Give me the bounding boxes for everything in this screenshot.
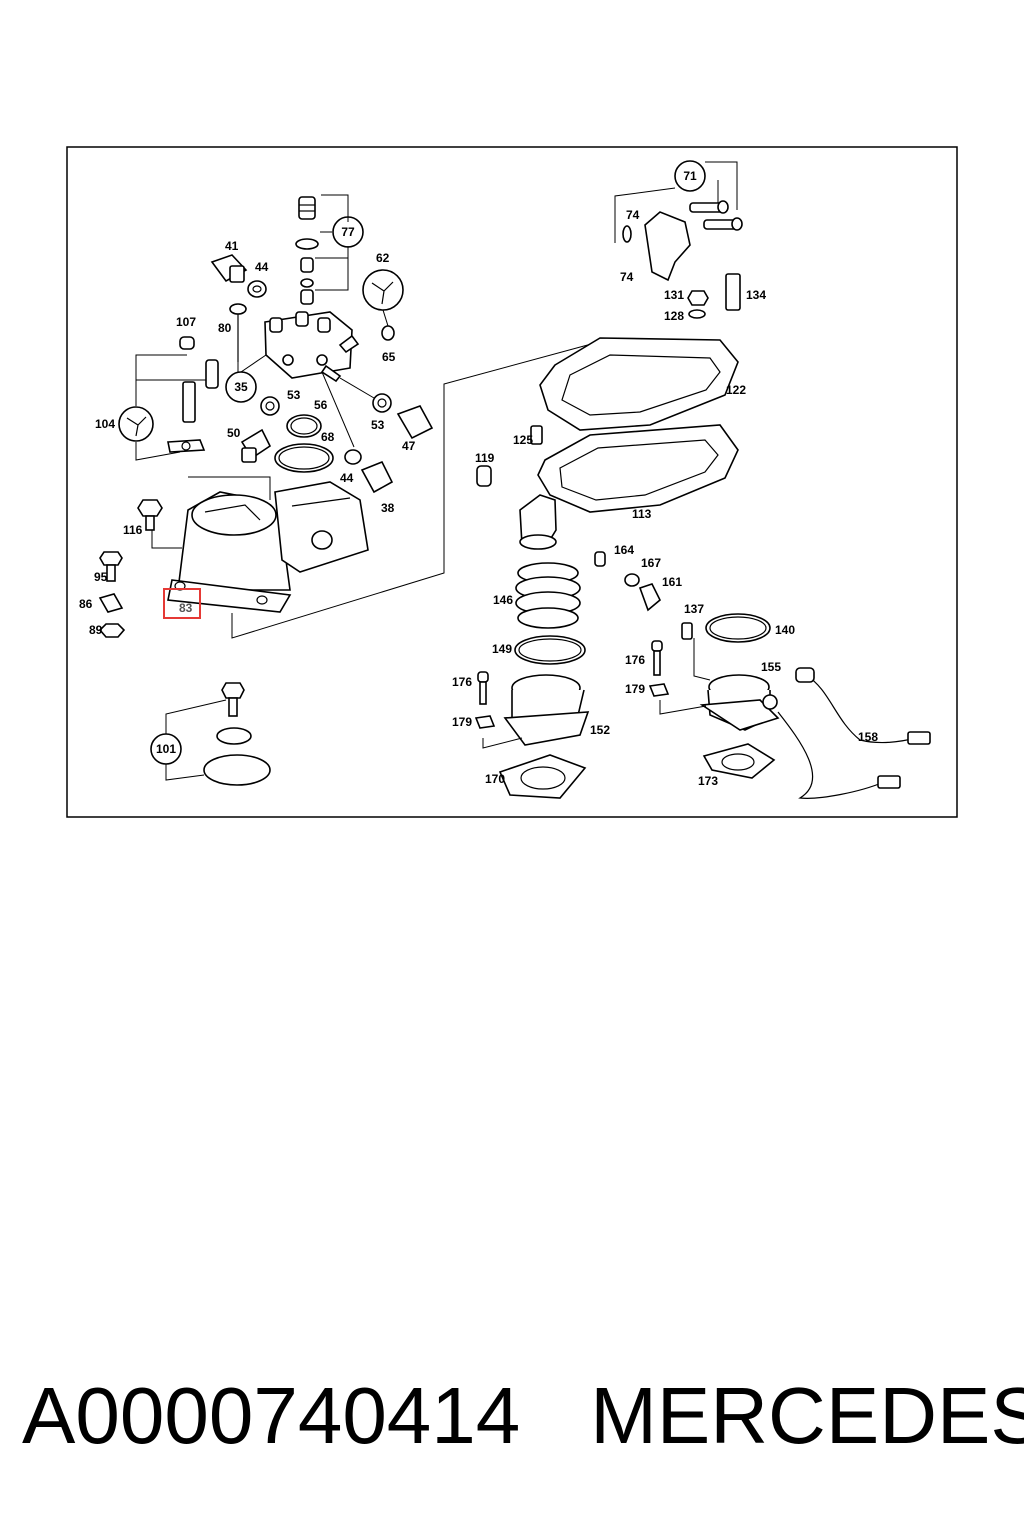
label-161: 161	[662, 575, 682, 589]
label-71: 71	[683, 169, 697, 183]
label-176-right: 176	[625, 653, 645, 667]
intake-gaskets	[476, 337, 739, 513]
throttle-potentiometer	[614, 160, 743, 319]
label-128: 128	[664, 309, 684, 323]
label-50: 50	[227, 426, 241, 440]
label-173: 173	[698, 774, 718, 788]
part-caption: A0000740414 MERCEDES	[22, 1370, 1024, 1470]
upper-valve-block	[118, 196, 434, 494]
label-74-upper: 74	[626, 208, 640, 222]
label-74-lower: 74	[620, 270, 634, 284]
label-107: 107	[176, 315, 196, 329]
highlight-box-83	[163, 588, 201, 619]
label-122: 122	[726, 383, 746, 397]
label-104: 104	[95, 417, 115, 431]
label-101: 101	[156, 742, 176, 756]
label-152: 152	[590, 723, 610, 737]
small-hardware-left	[98, 499, 271, 786]
label-80: 80	[218, 321, 232, 335]
label-62: 62	[376, 251, 390, 265]
label-125: 125	[513, 433, 533, 447]
label-65: 65	[382, 350, 396, 364]
label-179-right: 179	[625, 682, 645, 696]
label-134: 134	[746, 288, 766, 302]
air-flow-meter-housing	[167, 481, 369, 613]
label-176-left: 176	[452, 675, 472, 689]
label-170: 170	[485, 772, 505, 786]
label-86: 86	[79, 597, 93, 611]
label-89: 89	[89, 623, 103, 637]
label-146: 146	[493, 593, 513, 607]
label-53-right: 53	[371, 418, 385, 432]
label-113: 113	[632, 507, 652, 521]
label-41: 41	[225, 239, 239, 253]
label-158: 158	[858, 730, 878, 744]
part-number-labels: 41 44 77 62 65 107 80 35 53 56 53 47 104…	[79, 169, 878, 788]
label-38: 38	[381, 501, 395, 515]
label-35: 35	[234, 380, 248, 394]
label-44-upper: 44	[255, 260, 269, 274]
part-number: A0000740414	[22, 1371, 521, 1460]
label-119: 119	[475, 451, 495, 465]
label-140: 140	[775, 623, 795, 637]
label-47: 47	[402, 439, 416, 453]
throttle-actuator-right	[594, 551, 931, 799]
label-83: 83	[179, 601, 193, 615]
label-77: 77	[341, 225, 355, 239]
label-167: 167	[641, 556, 661, 570]
leader-lines-left	[135, 194, 596, 781]
label-116: 116	[123, 523, 143, 537]
label-131: 131	[664, 288, 684, 302]
label-155: 155	[761, 660, 781, 674]
label-164: 164	[614, 543, 634, 557]
label-53-left: 53	[287, 388, 301, 402]
label-56: 56	[314, 398, 328, 412]
label-179-left: 179	[452, 715, 472, 729]
exploded-parts-diagram: 41 44 77 62 65 107 80 35 53 56 53 47 104…	[66, 146, 958, 818]
label-149: 149	[492, 642, 512, 656]
intake-boot-and-throttle	[474, 494, 590, 799]
brand-name: MERCEDES	[590, 1371, 1024, 1460]
label-137: 137	[684, 602, 704, 616]
label-68: 68	[321, 430, 335, 444]
label-95: 95	[94, 570, 108, 584]
label-44-lower: 44	[340, 471, 354, 485]
